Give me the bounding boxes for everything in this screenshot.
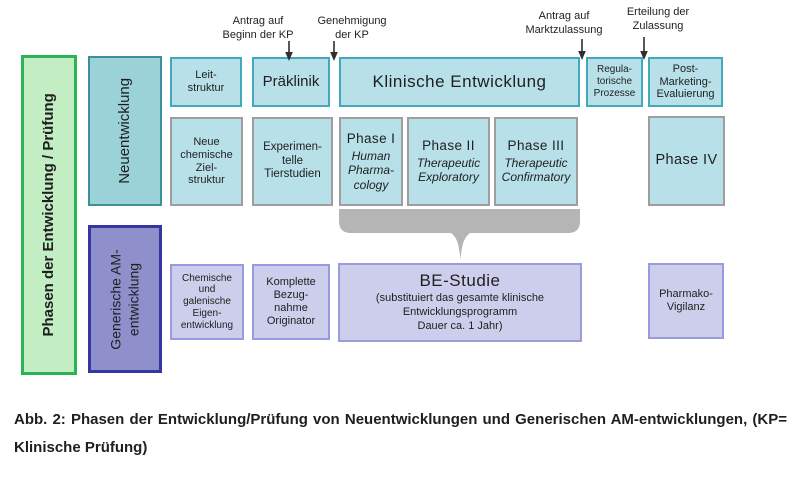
figure-caption: Abb. 2: Phasen der Entwicklung/Prüfung v… [14,406,787,462]
box-pharmako-label: Pharmako- Vigilanz [659,288,713,313]
box-leitstruktur-label: Leit- struktur [187,69,225,94]
lane-generische-am: Generische AM- entwicklung [88,225,162,373]
be-studie-subtitle: (substituiert das gesamte klinische Entw… [375,292,545,332]
lane-neuentwicklung-label: Neuentwicklung [116,78,134,184]
box-komplette-bezugnahme: Komplette Bezug- nahme Originator [252,264,330,340]
figure-caption-line2: Klinische Prüfung) [14,438,148,456]
annotation-genehmigung-kp: Genehmigung der KP [317,15,387,42]
phase-3-subtitle: Therapeutic Confirmatory [501,155,571,185]
lane-generische-am-label: Generische AM- entwicklung [107,248,142,350]
phase-3-title: Phase III [507,137,565,153]
figure-caption-line1: Abb. 2: Phasen der Entwicklung/Prüfung v… [14,411,787,428]
phase-2-title: Phase II [422,137,475,153]
phase-1-subtitle: Human Pharma- cology [347,148,394,192]
box-experimentelle-label: Experimen- telle Tierstudien [263,141,322,181]
annotation-antrag-marktzulassung: Antrag auf Marktzulassung [525,10,603,37]
annotation-erteilung-zulassung: Erteilung der Zulassung [626,6,690,33]
box-phase-4: Phase IV [648,116,725,206]
be-studie-title: BE-Studie [419,271,501,291]
box-chemische-eigenentwicklung: Chemische und galenische Eigen- entwickl… [170,264,244,340]
brace-pointer [339,209,580,260]
arrow-genehmigung-kp-icon [330,41,338,61]
box-be-studie: BE-Studie (substituiert das gesamte klin… [338,263,582,342]
box-phase-2: Phase II Therapeutic Exploratory [407,117,490,206]
box-post-marketing-label: Post- Marketing- Evaluierung [656,62,715,101]
box-chemische-label: Chemische und galenische Eigen- entwickl… [180,272,234,331]
lane-neuentwicklung: Neuentwicklung [88,56,162,206]
box-neue-chemische-label: Neue chemische Ziel- struktur [180,135,233,187]
box-phase-1: Phase I Human Pharma- cology [339,117,403,206]
box-leitstruktur: Leit- struktur [170,57,242,107]
box-regulatorische-prozesse-label: Regula- torische Prozesse [593,64,636,99]
box-komplette-label: Komplette Bezug- nahme Originator [266,276,316,327]
annotation-antrag-beginn-kp: Antrag auf Beginn der KP [222,15,294,42]
box-klinische-entwicklung: Klinische Entwicklung [339,57,580,107]
box-pharmako-vigilanz: Pharmako- Vigilanz [648,263,724,339]
box-neue-chemische-zielstruktur: Neue chemische Ziel- struktur [170,117,243,206]
phase-4-label: Phase IV [655,152,718,169]
box-praeklinik-label: Präklinik [262,73,320,91]
axis-label-phasen: Phasen der Entwicklung / Prüfung [21,55,77,375]
phase-2-subtitle: Therapeutic Exploratory [416,155,481,185]
axis-label-phasen-text: Phasen der Entwicklung / Prüfung [40,93,58,337]
phase-1-title: Phase I [346,130,396,146]
box-experimentelle-tierstudien: Experimen- telle Tierstudien [252,117,333,206]
box-phase-3: Phase III Therapeutic Confirmatory [494,117,578,206]
box-post-marketing: Post- Marketing- Evaluierung [648,57,723,107]
box-regulatorische-prozesse: Regula- torische Prozesse [586,57,643,107]
box-praeklinik: Präklinik [252,57,330,107]
box-klinische-entwicklung-label: Klinische Entwicklung [372,71,547,91]
